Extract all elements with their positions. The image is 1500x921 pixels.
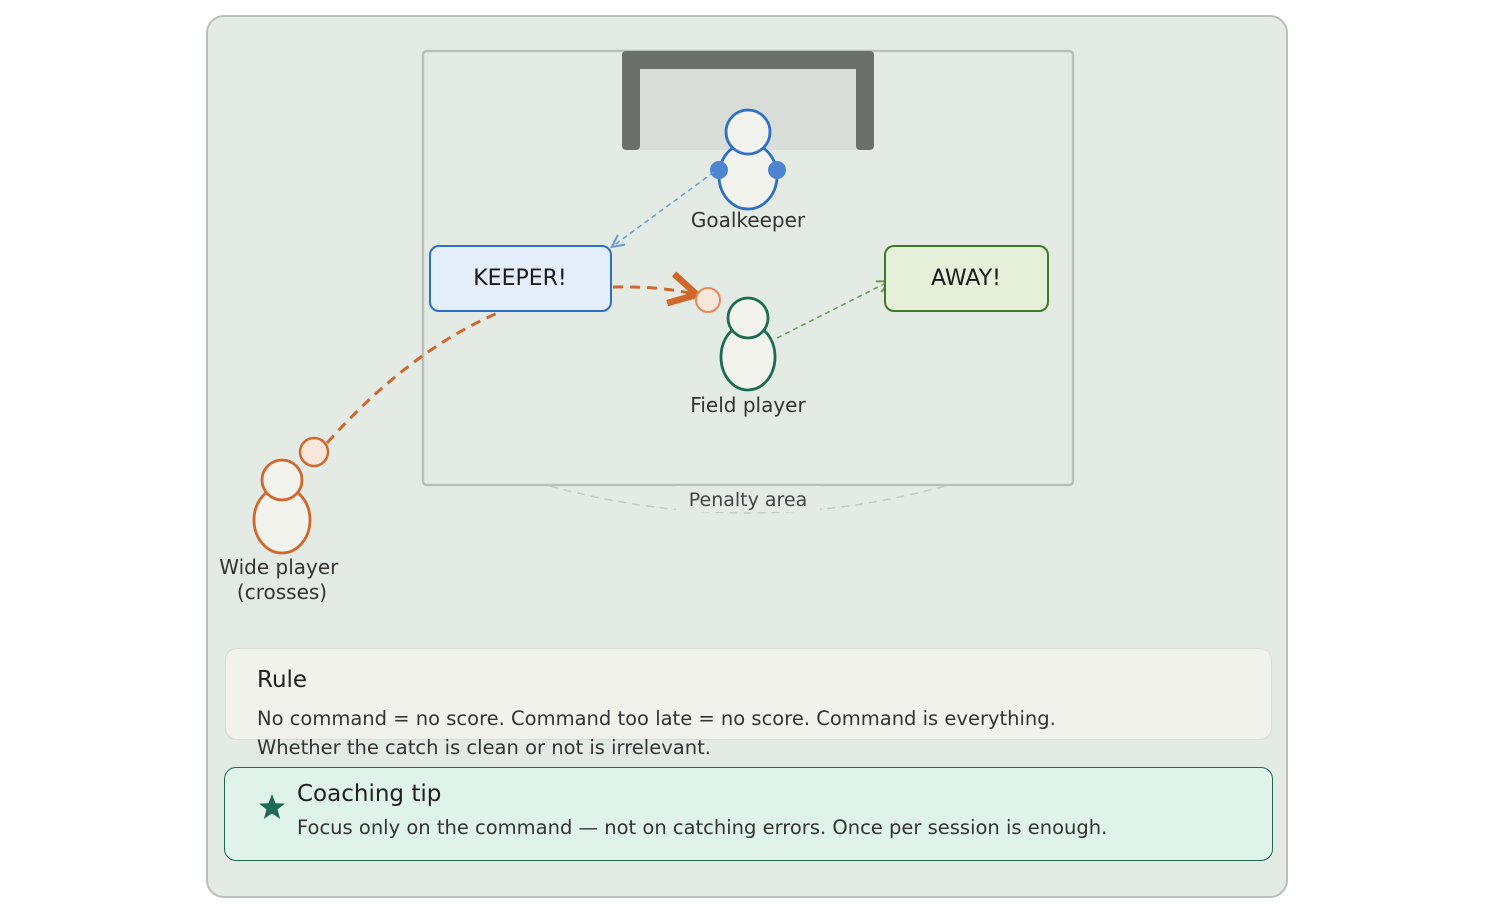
- wide-player-figure: [252, 436, 330, 555]
- wide-player-label: Wide player (crosses): [219, 555, 344, 604]
- goalkeeper-label: Goalkeeper: [691, 208, 806, 232]
- rule-title: Rule: [257, 667, 308, 693]
- ball-target: [695, 287, 721, 313]
- coaching-tip-title: Coaching tip: [297, 781, 442, 807]
- goalkeeper-figure: [710, 108, 786, 211]
- keeper-right-glove: [768, 161, 786, 179]
- coaching-tip-panel: [224, 767, 1273, 861]
- penalty-arc: [549, 485, 946, 514]
- star-icon: [259, 794, 285, 819]
- keeper-call-line: [613, 171, 715, 246]
- field-player-figure: [719, 296, 777, 392]
- penalty-area-label: Penalty area: [689, 489, 808, 511]
- rule-panel: [225, 648, 1272, 740]
- keeper-call-box: [429, 245, 612, 312]
- ball: [298, 436, 330, 468]
- keeper-call-text: KEEPER!: [473, 266, 567, 291]
- rule-line-1: No command = no score. Command too late …: [257, 707, 1056, 730]
- away-call-line: [776, 282, 888, 339]
- rule-text: No command = no score. Command too late …: [257, 704, 1237, 762]
- away-call-text: AWAY!: [931, 266, 1001, 291]
- keeper-left-glove: [710, 161, 728, 179]
- away-call-box: [884, 245, 1049, 312]
- coaching-tip-text: Focus only on the command — not on catch…: [297, 816, 1108, 839]
- field-player-label: Field player: [690, 393, 806, 417]
- cross-trajectory: [325, 310, 501, 444]
- ball-flight-arrow: [612, 287, 694, 294]
- rule-line-2: Whether the catch is clean or not is irr…: [257, 736, 711, 759]
